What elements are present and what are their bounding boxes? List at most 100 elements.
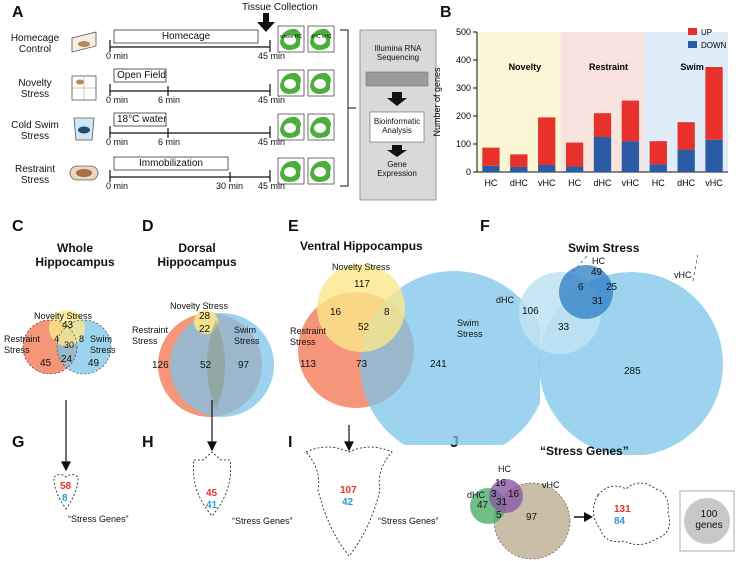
bar-up: [510, 154, 528, 167]
bar-up: [482, 147, 500, 166]
tick-0-1: 0 min: [106, 51, 129, 61]
restraint-tube-icon: [69, 165, 99, 181]
panel-c-title-2: Hippocampus: [35, 255, 115, 269]
bar-down: [482, 165, 500, 172]
panel-e-restraint-1: Restraint: [290, 326, 327, 336]
tick-6-3: 6 min: [158, 137, 181, 147]
panel-c-v3: 30: [64, 340, 75, 350]
bar-up: [649, 141, 667, 165]
x-tick-label: HC: [568, 178, 581, 188]
panel-c-swim-1: Swim: [90, 334, 112, 344]
bar-down: [677, 149, 695, 172]
x-tick-label: HC: [652, 178, 665, 188]
x-tick-label: dHC: [593, 178, 612, 188]
panel-j-down: 84: [614, 516, 626, 527]
panel-letter-h: H: [142, 434, 154, 451]
panel-j-vhc: vHC: [542, 480, 560, 490]
tissue-label-dv: dHC vHC: [310, 34, 332, 40]
panel-e-title: Ventral Hippocampus: [300, 239, 423, 253]
bar-down: [705, 139, 723, 172]
y-tick-label: 0: [466, 167, 471, 177]
panel-g-caption: “Stress Genes”: [68, 514, 129, 524]
panel-d-title-2: Hippocampus: [157, 255, 237, 269]
panel-j-v4: 31: [496, 497, 508, 508]
panel-d-restraint-2: Stress: [132, 336, 158, 346]
bar-down: [510, 166, 528, 172]
panel-a-diagram: [69, 13, 437, 201]
panel-h-caption: “Stress Genes”: [232, 516, 293, 526]
panel-f-vhc: vHC: [674, 270, 692, 280]
panel-j-hc: HC: [498, 464, 511, 474]
panel-f-v2: 6: [578, 282, 584, 293]
panel-d-v4: 52: [200, 360, 212, 371]
panel-f-v7: 285: [624, 366, 641, 377]
condition-label-2a: Novelty: [18, 78, 52, 89]
condition-label-1b: Control: [18, 44, 52, 55]
panel-letter-g: G: [12, 434, 25, 451]
panel-j-box-2: genes: [695, 520, 723, 531]
tick-30-4: 30 min: [216, 181, 244, 191]
panel-d-v1: 28: [199, 311, 211, 322]
panel-j-v5: 47: [477, 500, 489, 511]
tick-45-4: 45 min: [258, 181, 286, 191]
panel-c-v2: 4: [54, 334, 60, 344]
tick-0-4: 0 min: [106, 181, 129, 191]
panel-letter-a: A: [12, 4, 24, 21]
x-tick-label: dHC: [510, 178, 529, 188]
panel-e-v4: 52: [358, 322, 370, 333]
x-tick-label: vHC: [705, 178, 723, 188]
panel-j-title: “Stress Genes”: [540, 444, 629, 458]
group-label-restraint: Restraint: [589, 62, 628, 72]
panel-c-v6: 24: [61, 354, 73, 365]
panel-f-v4: 31: [592, 296, 604, 307]
bar-up: [677, 122, 695, 150]
bar-label-open-field: Open Field: [117, 70, 166, 81]
bar-label-immobilization: Immobilization: [139, 158, 203, 169]
tick-6-2: 6 min: [158, 95, 181, 105]
legend-label-down: DOWN: [701, 41, 727, 50]
tick-45-3: 45 min: [258, 137, 286, 147]
tick-45-2: 45 min: [258, 95, 286, 105]
panel-j-v7: 97: [526, 512, 538, 523]
stress-gene-shapes: [53, 400, 393, 557]
condition-label-4a: Restraint: [14, 164, 55, 175]
panel-f-v3: 25: [606, 282, 618, 293]
tissue-collection-label: Tissue Collection: [242, 2, 318, 13]
tick-45-1: 45 min: [258, 51, 286, 61]
panel-c-title-1: Whole: [57, 241, 93, 255]
condition-label-3a: Cold Swim: [11, 120, 59, 131]
y-tick-label: 500: [456, 27, 471, 37]
x-tick-label: dHC: [677, 178, 696, 188]
panel-c-swim-2: Stress: [90, 345, 116, 355]
panel-f-dhc: dHC: [496, 295, 515, 305]
legend-swatch-down: [688, 41, 697, 48]
panel-j-venn: [470, 479, 735, 560]
y-axis-label: Number of genes: [432, 67, 442, 137]
bar-up: [538, 117, 556, 165]
bar-label-water: 18°C water: [117, 114, 167, 125]
pipeline-step-1: Illumina RNA Sequencing: [374, 44, 422, 62]
panel-c-novelty: Novelty Stress: [34, 311, 93, 321]
panel-c-v1: 43: [62, 320, 74, 331]
panel-e-swim-2: Stress: [457, 329, 483, 339]
panel-c-v7: 49: [88, 358, 100, 369]
open-field-icon: [71, 75, 97, 101]
panel-f-hc: HC: [592, 256, 605, 266]
panel-h-up: 45: [206, 488, 218, 499]
panel-f-v1: 49: [591, 267, 603, 278]
panel-f-v5: 106: [522, 306, 539, 317]
panel-e-v6: 73: [356, 359, 368, 370]
brain-icons: [277, 25, 335, 185]
panel-e-v3: 8: [384, 307, 390, 318]
bar-label-homecage: Homecage: [161, 31, 211, 42]
panel-h-down: 41: [206, 500, 218, 511]
panel-d-swim-2: Stress: [234, 336, 260, 346]
tick-0-2: 0 min: [106, 95, 129, 105]
bar-up: [593, 113, 612, 137]
panel-d-v3: 126: [152, 360, 169, 371]
panel-j-v3: 16: [508, 489, 520, 500]
y-tick-label: 200: [456, 111, 471, 121]
panel-d-title-1: Dorsal: [178, 241, 216, 255]
panel-d-venn: [158, 310, 274, 417]
panel-g-down: 8: [62, 493, 68, 504]
